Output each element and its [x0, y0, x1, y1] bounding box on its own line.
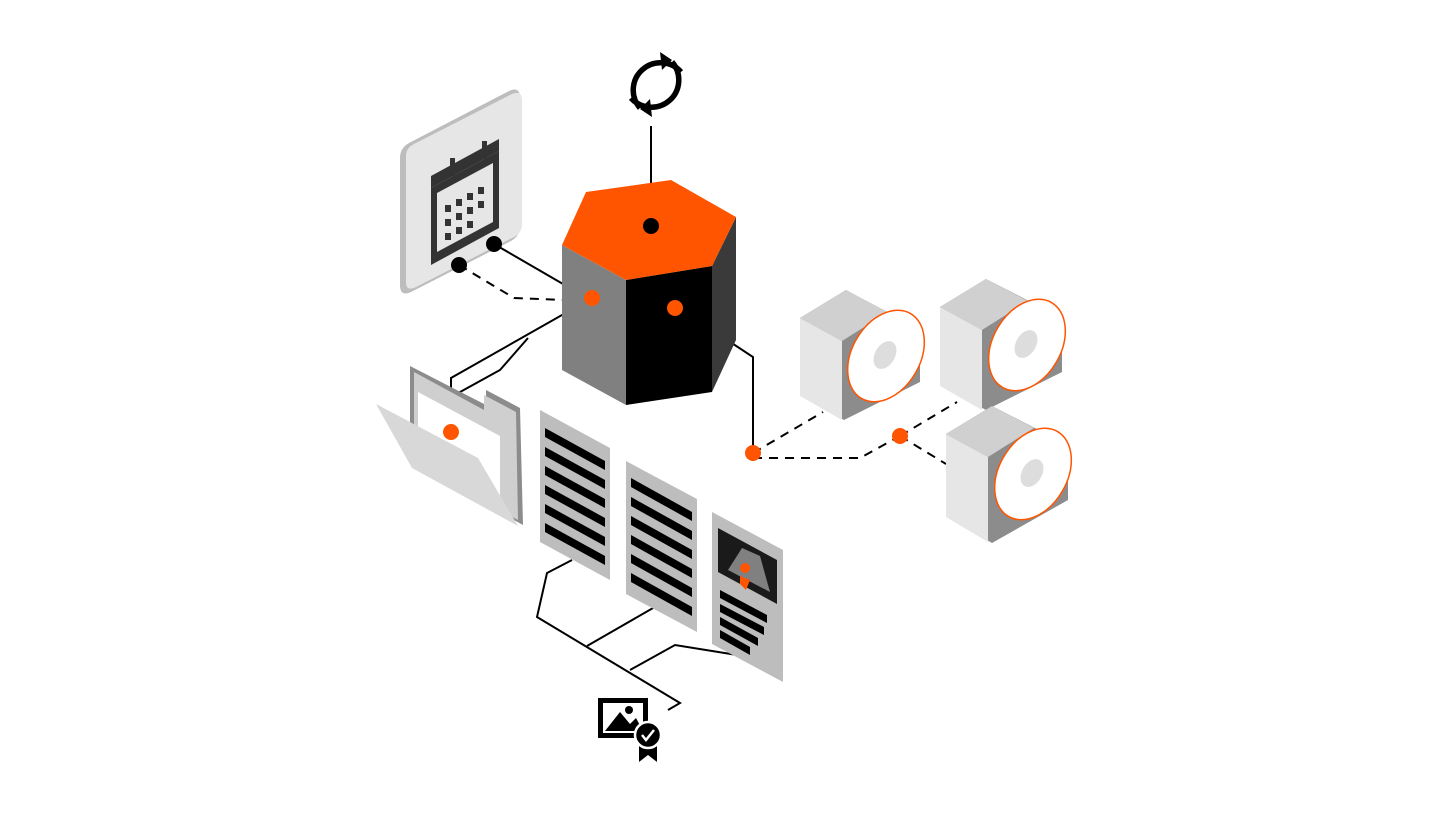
text-document-1	[540, 410, 610, 580]
storage-disk-1	[800, 290, 926, 420]
connector-calendar-hub	[493, 243, 564, 285]
connector-storage-disk3	[753, 435, 901, 459]
storage-disk-3	[946, 406, 1073, 543]
certified-image-icon	[598, 698, 663, 762]
hub-top-node	[643, 218, 659, 234]
hub-prism	[562, 180, 736, 405]
connector-storage-disk1	[752, 411, 824, 454]
calendar-node-2	[451, 257, 467, 273]
hub-left-face	[562, 245, 626, 405]
hub-right-face	[712, 217, 736, 392]
hub-front-face	[626, 266, 712, 405]
storage-disk-2	[940, 279, 1067, 410]
connector-doc3-image	[629, 643, 738, 671]
hub-front-node	[667, 300, 683, 316]
sync-icon	[628, 52, 684, 117]
connector-storage-disk2	[899, 401, 958, 437]
storage-hub-node	[745, 445, 761, 461]
folder-node	[443, 424, 459, 440]
connector-storage-disk3b	[899, 435, 947, 465]
storage-junction-node	[892, 428, 908, 444]
text-document-2	[626, 461, 697, 632]
calendar-node-1	[486, 236, 502, 252]
profile-document	[712, 512, 783, 682]
connector-docs-image	[535, 559, 682, 711]
connector-calendar-hub-dashed	[458, 264, 564, 301]
hub-left-node	[584, 290, 600, 306]
connector-doc2-image	[586, 603, 661, 647]
connector-hub-folder-b	[450, 337, 529, 398]
folder-icon	[376, 366, 523, 526]
calendar-icon	[400, 89, 522, 294]
